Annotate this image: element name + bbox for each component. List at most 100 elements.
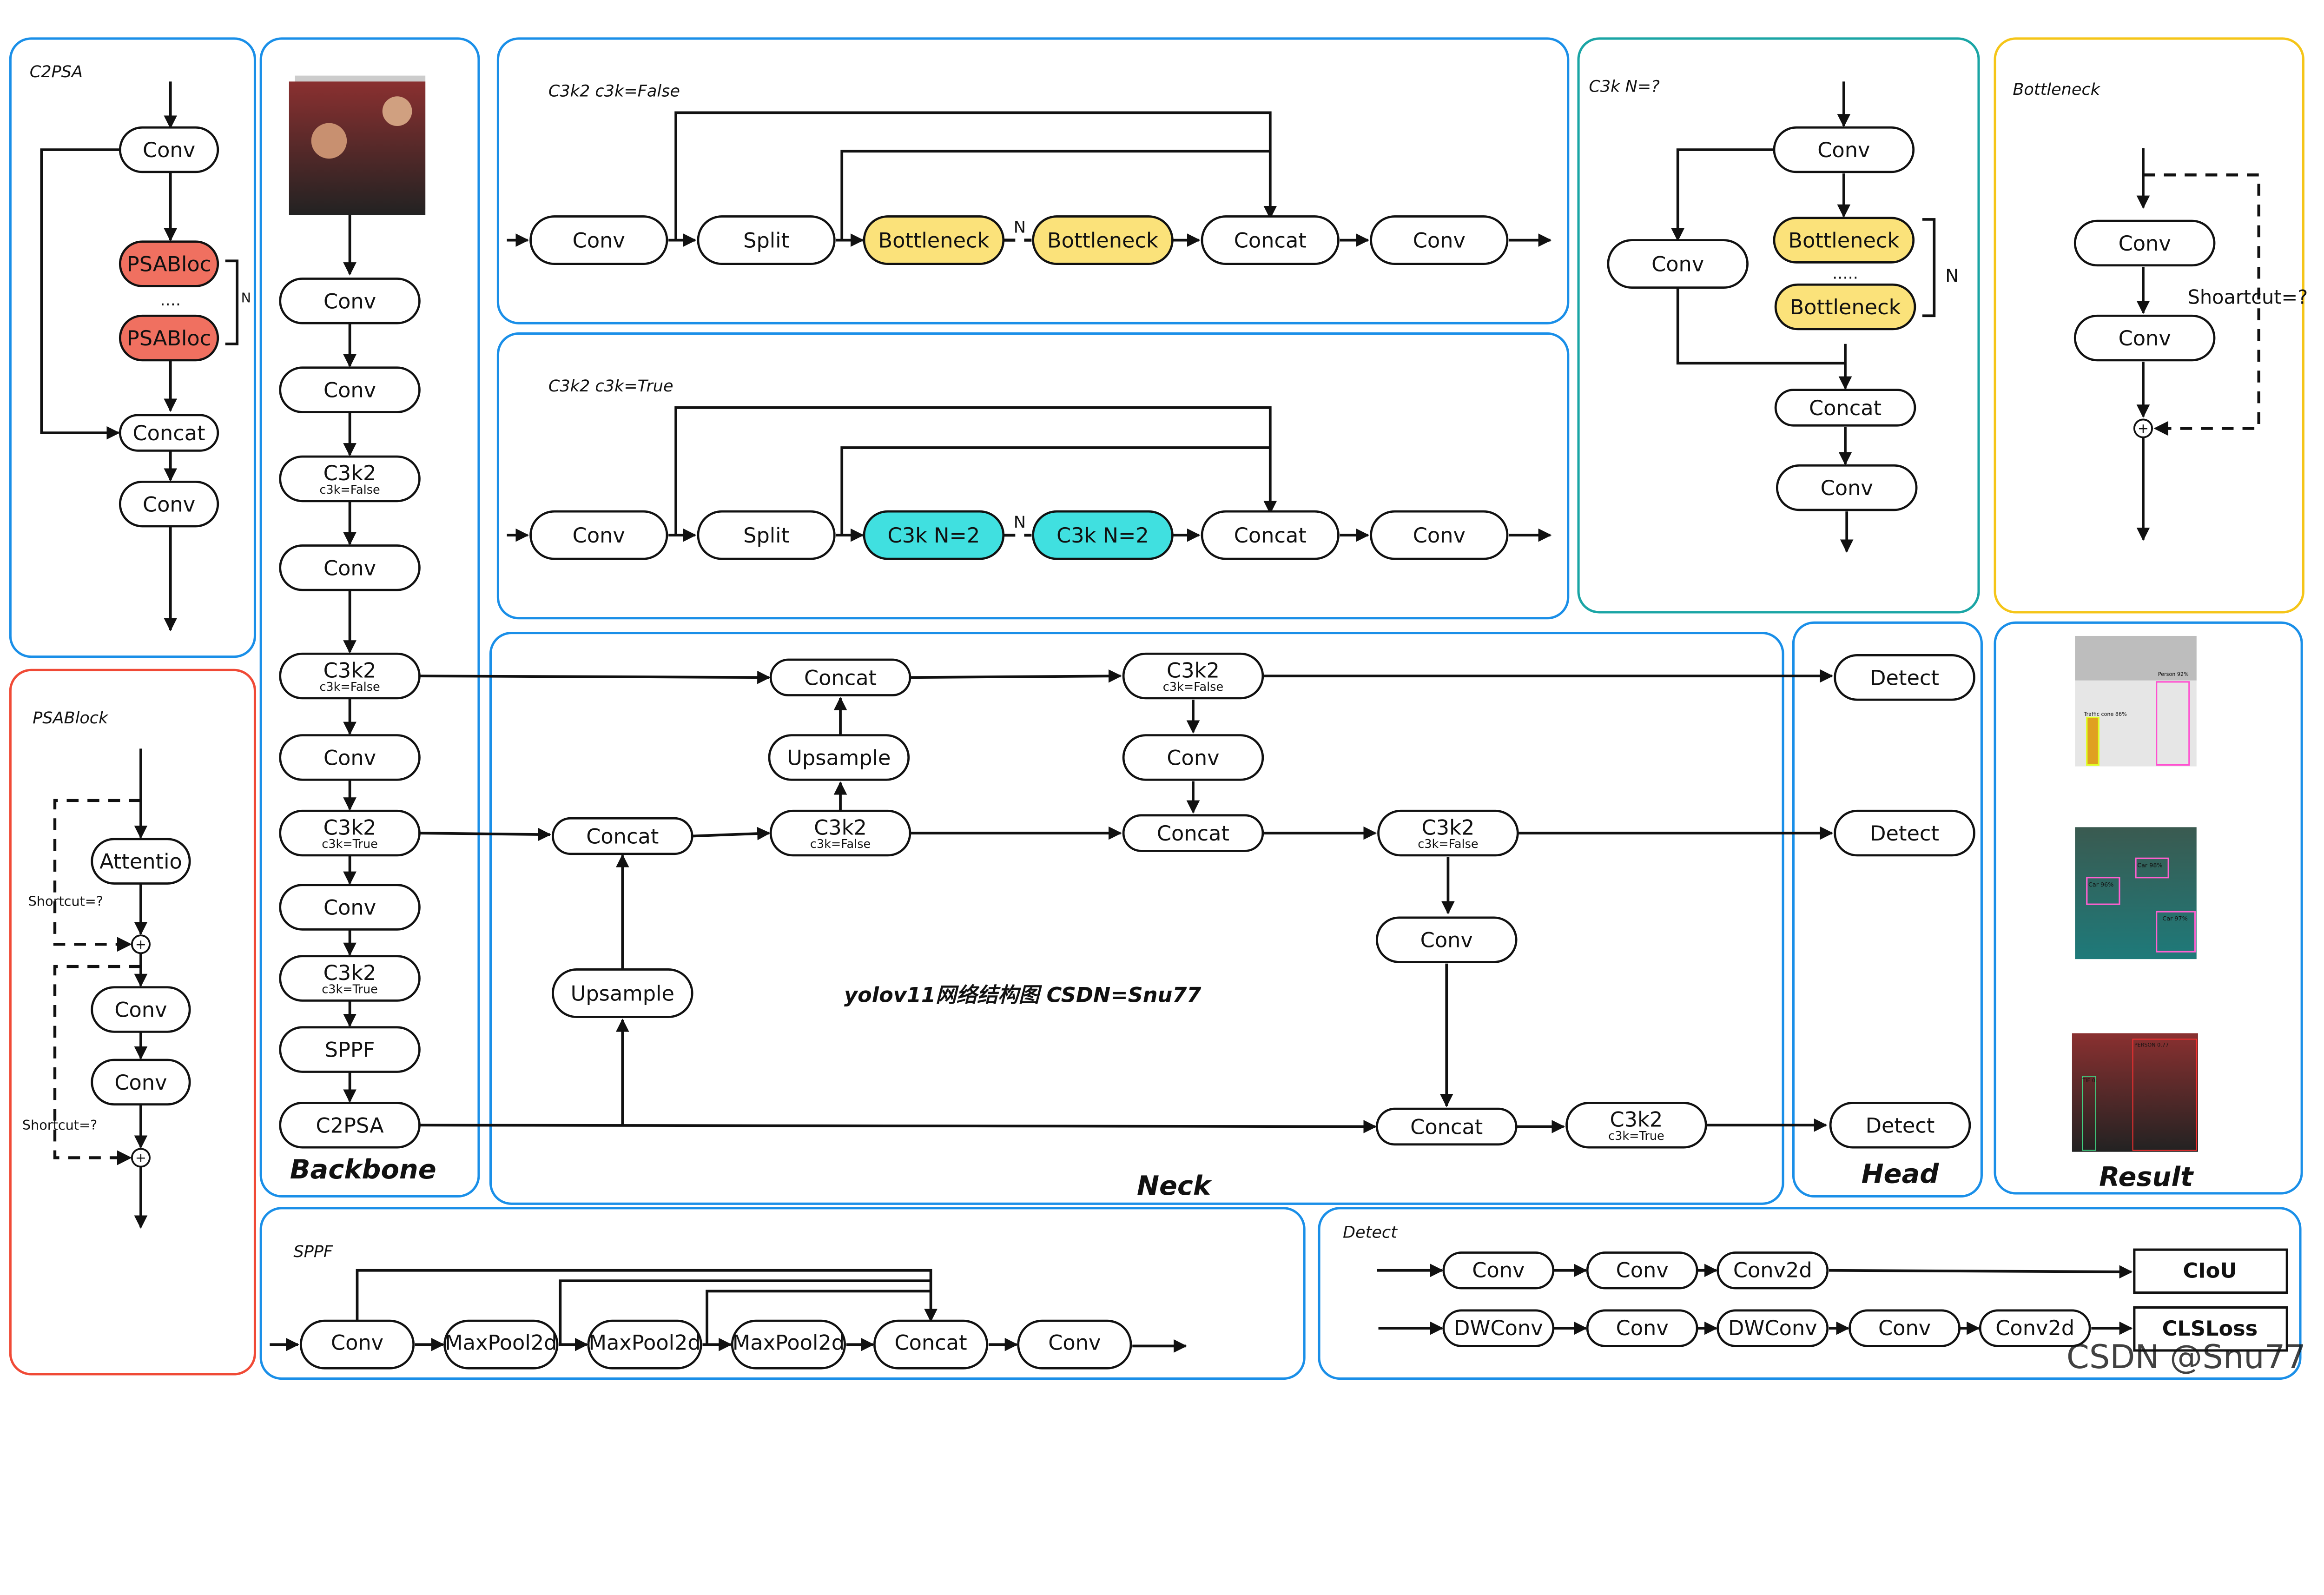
node-box (731, 1319, 846, 1370)
node-label: SPPF (325, 1038, 375, 1062)
node-box (119, 480, 219, 528)
arrow (419, 1120, 1377, 1133)
result-panel (1994, 621, 2303, 1195)
nodes-layer (91, 126, 2288, 1370)
node-box (1122, 734, 1264, 781)
node-label: Conv (2119, 326, 2171, 351)
node-box (1442, 1309, 1555, 1347)
node-box (1774, 389, 1916, 427)
node-box (91, 1059, 191, 1106)
c3k-dots: ..... (1832, 264, 1858, 283)
node-sublabel: c3k=True (322, 982, 378, 996)
detection-label: Car 97% (2162, 915, 2187, 922)
arrow (40, 148, 120, 440)
c2psa-panel (9, 37, 257, 658)
connector (840, 446, 1270, 536)
node-box (91, 838, 191, 885)
node-label: C3k2 (814, 815, 867, 840)
result-title: Result (2099, 1161, 2194, 1192)
node-box (769, 658, 911, 696)
node-label: Conv2d (1995, 1316, 2074, 1340)
shortcut-label: Shortcut=? (28, 893, 103, 909)
node-box (279, 884, 421, 931)
node-box (1370, 510, 1509, 560)
node-sublabel: c3k=True (1608, 1129, 1664, 1143)
node-box (1773, 217, 1915, 264)
connector (840, 150, 1270, 240)
node-label: Concat (1234, 523, 1307, 548)
detection-label: Car 96% (2088, 881, 2113, 888)
node-label: Concat (586, 825, 659, 849)
shortcut-label: Shoartcut=? (2188, 286, 2308, 309)
detection-label: Person 92% (2158, 671, 2189, 677)
c3k-panel (1577, 37, 1980, 614)
node-box (1586, 1309, 1698, 1347)
node-label: Conv (114, 1071, 167, 1095)
n-label: N (1014, 513, 1026, 532)
node-box (1017, 1319, 1132, 1370)
node-box (1773, 126, 1915, 173)
ciou-label: CIoU (2183, 1259, 2237, 1283)
node-label: Attentio (99, 850, 182, 874)
node-box (697, 510, 836, 560)
node-label: Conv (1878, 1316, 1931, 1340)
neck-title: Neck (1137, 1170, 1213, 1201)
node-box (1776, 464, 1918, 511)
node-label: MaxPool2d (733, 1331, 845, 1355)
sppf-panel (259, 1207, 1306, 1380)
arrow (1671, 148, 1774, 242)
result-image-wall (2075, 635, 2197, 681)
node-label: Conv (1048, 1331, 1101, 1355)
node-label: Conv (324, 556, 376, 580)
node-label: Detect (1870, 666, 1939, 690)
head-title: Head (1862, 1158, 1940, 1190)
node-box (1032, 215, 1174, 265)
yolov11-architecture-diagram: C2PSAConvPSABlocPSABlocConcatConv....NPS… (9, 37, 2308, 1380)
csdn-watermark: CSDN @Snu77 (2067, 1338, 2306, 1376)
node-box (1829, 1102, 1971, 1149)
result-image-road (2075, 827, 2197, 960)
node-label: Conv (1817, 138, 1870, 162)
c3k2_false-panel (496, 37, 1570, 324)
add-node (131, 1148, 151, 1168)
node-label: Concat (1410, 1115, 1483, 1139)
neck-panel (489, 632, 1784, 1205)
node-label: Detect (1870, 821, 1939, 846)
backbone-title: Backbone (290, 1154, 436, 1185)
detection-box (2135, 857, 2169, 879)
clsloss-label: CLSLoss (2162, 1317, 2258, 1341)
labels-layer: C2PSAConvPSABlocPSABlocConcatConv....NPS… (22, 62, 2308, 1376)
node-sublabel: c3k=True (322, 837, 378, 851)
node-box (1834, 809, 1975, 857)
node-label: C3k2 (1167, 658, 1220, 682)
input-image-face (382, 96, 412, 126)
node-box (1717, 1309, 1829, 1347)
node-box (1717, 1251, 1829, 1290)
plus-sign: + (2138, 420, 2149, 436)
psablock-title: PSABlock (33, 708, 109, 728)
node-box (279, 544, 421, 591)
node-box (2073, 314, 2216, 362)
node-box (1565, 1102, 1707, 1149)
arrow (674, 111, 1277, 240)
connector (1922, 218, 1936, 318)
c3k-title: C3k N=? (1589, 77, 1659, 96)
node-label: Conv (1167, 746, 1219, 770)
detection-box (2082, 1076, 2096, 1151)
detect-panel (1318, 1207, 2302, 1380)
input-image-face (311, 123, 347, 159)
node-box (768, 734, 910, 781)
node-label: C3k2 (324, 815, 376, 840)
node-sublabel: c3k=False (319, 680, 380, 694)
node-label: Conv (143, 138, 195, 162)
node-label: Conv (324, 896, 376, 920)
node-label: C3k2 (1610, 1107, 1663, 1132)
node-box (1774, 283, 1916, 331)
node-label: Concat (1809, 396, 1882, 420)
node-label: Conv (1413, 229, 1466, 253)
node-label: C3k2 (324, 461, 376, 485)
node-label: Conv (1821, 476, 1873, 500)
head-panel (1792, 621, 1983, 1198)
psablock-panel (9, 668, 257, 1376)
node-label: MaxPool2d (445, 1331, 557, 1355)
